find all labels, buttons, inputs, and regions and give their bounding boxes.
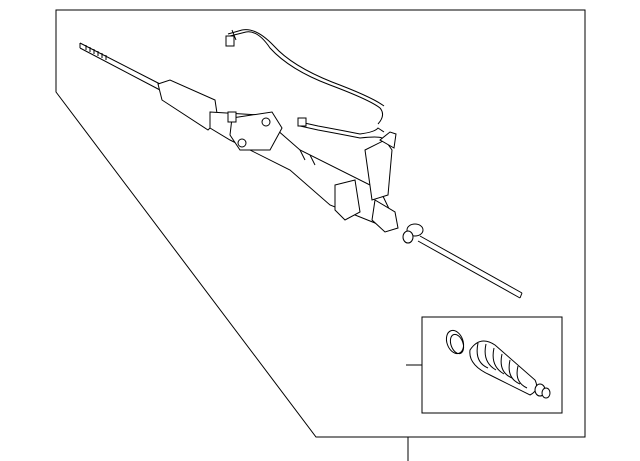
right-tie-rod — [417, 235, 523, 299]
steering-rack[interactable] — [79, 42, 523, 299]
pressure-line-upper — [229, 29, 384, 125]
pressure-lines[interactable] — [225, 29, 385, 139]
left-tie-rod — [79, 42, 161, 91]
jam-nut — [402, 230, 414, 244]
assembly-outline — [55, 9, 586, 438]
steering-boot — [469, 340, 551, 399]
boot-kit-inset[interactable] — [406, 316, 563, 414]
rack-housing — [157, 79, 399, 233]
pressure-line-lower — [299, 121, 385, 135]
